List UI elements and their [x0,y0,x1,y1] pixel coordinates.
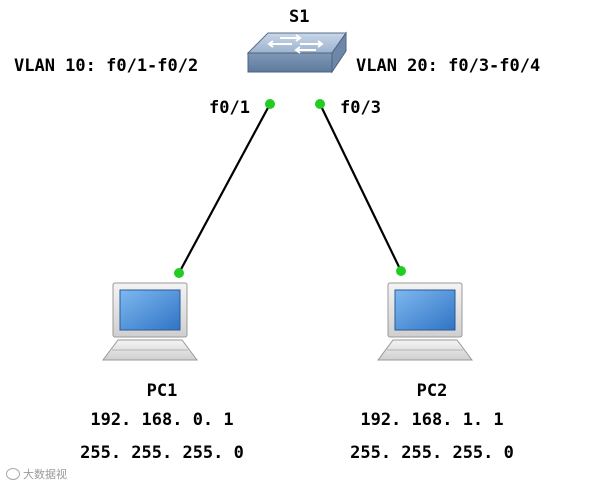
vlan-10-label: VLAN 10: f0/1-f0/2 [14,56,199,76]
link-s1-pc2[interactable] [319,103,402,272]
vlan-20-label: VLAN 20: f0/3-f0/4 [356,56,541,76]
desktop-pc-icon[interactable] [377,282,473,361]
switch-icon[interactable] [246,31,347,74]
pc1-name-label: PC1 [146,381,178,401]
port-label-f0-1: f0/1 [209,98,250,118]
switch-name-label: S1 [289,7,310,27]
pc2-name-label: PC2 [416,381,448,401]
port-indicator-s1-f0-3 [315,99,325,109]
pc2-ip-label: 192. 168. 1. 1 [360,410,504,430]
pc1-mask-label: 255. 255. 255. 0 [80,443,244,463]
pc1-ip-label: 192. 168. 0. 1 [90,410,234,430]
pc2-mask-label: 255. 255. 255. 0 [350,443,514,463]
link-s1-pc1[interactable] [178,103,271,274]
watermark-logo-icon [6,468,20,480]
watermark: 大数据视 [6,466,67,482]
port-indicator-pc1 [174,268,184,278]
desktop-pc-icon[interactable] [102,282,198,361]
watermark-text: 大数据视 [23,468,67,481]
port-indicator-pc2 [396,266,406,276]
port-label-f0-3: f0/3 [340,98,381,118]
port-indicator-s1-f0-1 [265,99,275,109]
